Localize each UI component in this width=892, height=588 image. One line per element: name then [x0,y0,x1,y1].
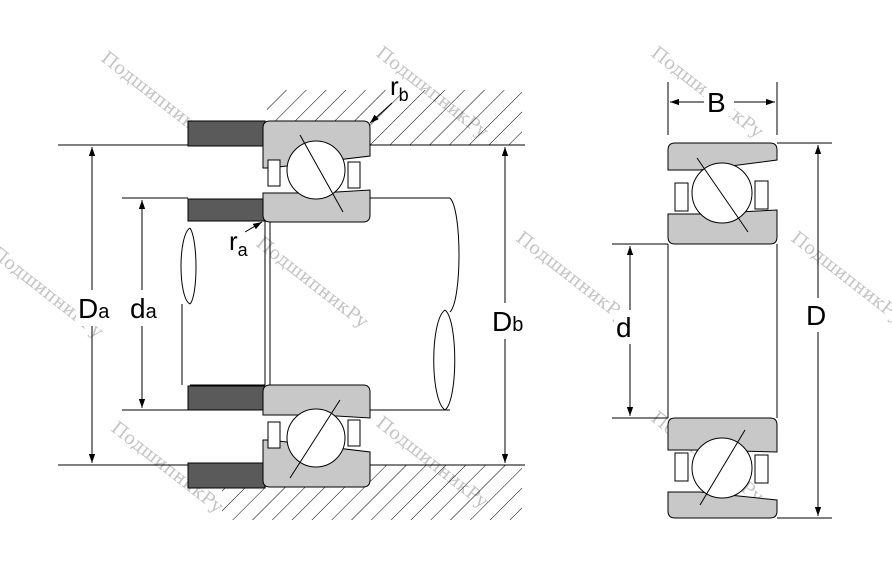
bearing-section-top [667,142,778,245]
cage-left [267,421,281,449]
inner-ring-top [262,189,371,223]
cage-right [754,180,769,210]
cage-right [754,454,769,484]
outer-ring-top [667,142,778,171]
cage-right [347,161,361,189]
label-Db: Db [492,306,523,337]
bearing-section-bottom [262,384,371,488]
inner-ring-bottom [262,384,371,419]
shaft [180,197,460,411]
inner-ring-top [667,209,778,245]
leader-rb [369,102,393,124]
outer-ring-bottom [667,491,778,519]
housing-shoulder-bottom [187,462,266,489]
mounting-view: Da da Db ra rb [58,71,532,520]
label-B: B [707,87,726,118]
bearing-section-bottom [667,417,778,519]
bearing-section-top [262,120,371,223]
ball [286,140,346,200]
housing-shoulder-top [187,120,266,147]
cage-left [267,159,281,187]
ball [691,162,753,224]
leader-ra [244,221,263,233]
watermark-text: ПодшипникРу [787,227,892,328]
label-D: D [806,300,826,331]
label-Da: Da [78,293,110,324]
label-rb: rb [390,71,409,105]
shaft-shoulder-top [187,198,266,222]
label-ra: ra [229,226,249,260]
cage-right [347,419,361,447]
label-d: d [616,312,632,343]
bearing-dimension-view: B D d [612,82,834,519]
shaft-shoulder-bottom [187,385,266,411]
label-da: da [130,293,158,324]
cage-left [674,182,689,212]
cage-left [674,452,689,482]
